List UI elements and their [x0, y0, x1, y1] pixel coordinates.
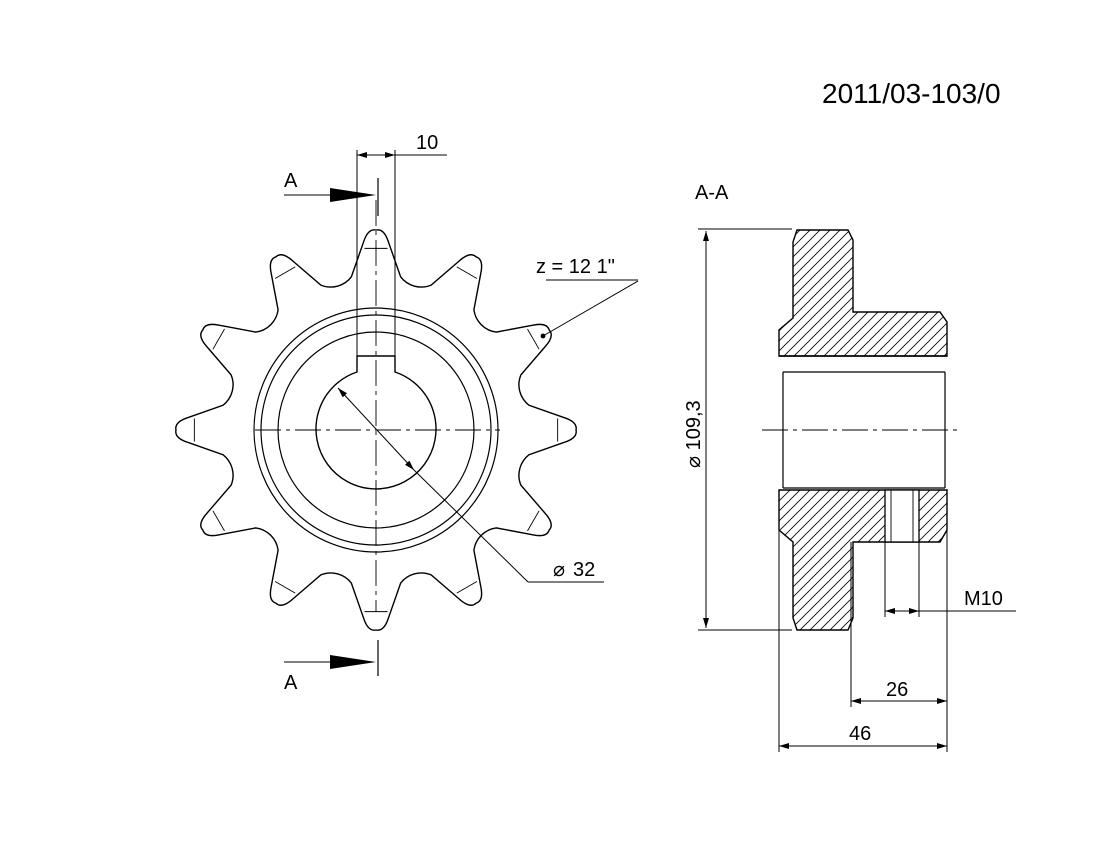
tooth-tip-line	[212, 328, 225, 350]
teeth-note-leader	[542, 280, 639, 337]
tooth-tip-line	[456, 581, 478, 594]
hub-length-label: 26	[886, 679, 908, 701]
bore-diameter-symbol: ⌀	[553, 559, 565, 581]
section-arrow-top-head	[330, 188, 376, 202]
total-length-label: 46	[849, 723, 871, 745]
section-mark-top: A	[284, 170, 298, 192]
section-bottom-hatch	[778, 489, 948, 631]
teeth-note-dot	[540, 333, 546, 339]
tooth-tip-lines	[193, 247, 559, 613]
drawing-number: 2011/03-103/0	[822, 78, 1001, 109]
bore-diameter-leader	[413, 469, 529, 583]
section-mark-bottom: A	[284, 672, 298, 694]
sprocket-outline	[175, 229, 577, 631]
section-title: A-A	[695, 182, 729, 204]
threaded-hole	[884, 489, 920, 543]
teeth-note: z = 12 1"	[536, 256, 615, 278]
thread-label: M10	[964, 588, 1003, 610]
section-top-hatch	[778, 229, 948, 357]
tooth-tip-line	[274, 266, 296, 279]
sprocket-section-view: A-A ⌀ 109,3 M10 26	[683, 182, 1016, 752]
keyway-width-label: 10	[416, 132, 438, 154]
section-arrow-bottom-head	[330, 655, 376, 669]
tooth-tip-line	[212, 510, 225, 532]
tooth-tip-line	[274, 581, 296, 594]
tooth-tip-line	[456, 266, 478, 279]
tooth-tip-line	[527, 328, 540, 350]
tooth-tip-line	[527, 510, 540, 532]
bore-with-keyway	[315, 355, 437, 490]
bore-diameter-label: 32	[573, 559, 595, 581]
outer-diameter-label: ⌀ 109,3	[683, 400, 705, 468]
bore-diameter-dimension-line	[337, 387, 415, 471]
sprocket-front-view: 10 A A z = 12 1" ⌀ 32	[175, 132, 639, 694]
